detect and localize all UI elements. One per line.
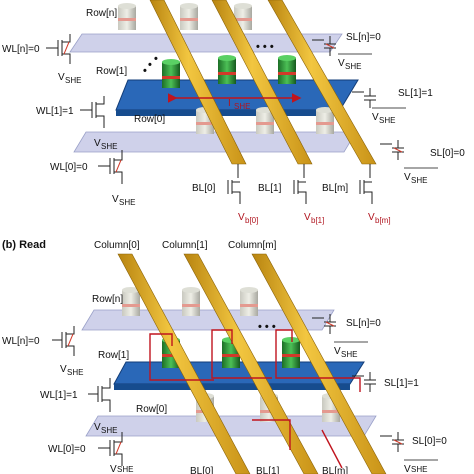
read-row-1-label: Row[1]: [98, 350, 129, 361]
svg-text:V: V: [58, 72, 65, 83]
svg-text:V: V: [94, 138, 101, 149]
read-vshe-bar-0: V SHE: [404, 459, 438, 474]
read-bl-1-label: BL[1]: [256, 466, 280, 474]
sl-n-label: SL[n]=0: [346, 32, 381, 43]
svg-text:V: V: [404, 464, 411, 474]
bl-0-label: BL[0]: [192, 183, 216, 194]
sl-1-label: SL[1]=1: [398, 88, 433, 99]
bl-1-label: BL[1]: [258, 183, 282, 194]
bl-m-label: BL[m]: [322, 183, 348, 194]
vshe-1: V SHE: [94, 138, 117, 151]
svg-text:V: V: [334, 346, 341, 357]
read-vshe-n: V SHE: [60, 364, 83, 377]
svg-text:V: V: [372, 112, 379, 123]
read-mtj-row-n: [122, 287, 258, 316]
left-transistors: [46, 34, 123, 184]
column-bars-bottom: [117, 253, 387, 474]
read-bl-0-label: BL[0]: [190, 466, 214, 474]
read-panel: (b) Read Column[0] Column[1] Column[m]: [2, 239, 447, 474]
svg-text:V: V: [304, 212, 311, 223]
bitline-transistors: [227, 164, 373, 204]
mtj-row-1: [162, 55, 296, 88]
row-1-label: Row[1]: [96, 66, 127, 77]
svg-text:V: V: [94, 422, 101, 433]
read-wl-1-label: WL[1]=1: [40, 390, 78, 401]
svg-text:V: V: [404, 172, 411, 183]
read-row-n-label: Row[n]: [92, 294, 123, 305]
svg-text:•: •: [154, 53, 158, 65]
column-bars-top: [149, 0, 377, 165]
svg-text:SHE: SHE: [234, 102, 250, 111]
wl-n-label: WL[n]=0: [2, 44, 40, 55]
svg-text:V: V: [338, 58, 345, 69]
svg-text:V: V: [60, 364, 67, 375]
wl-1-label: WL[1]=1: [36, 106, 74, 117]
svg-text:SHE: SHE: [67, 368, 83, 377]
svg-text:SHE: SHE: [379, 116, 395, 125]
mtj-row-0: [196, 107, 334, 134]
read-vshe-bar-n: V SHE: [334, 341, 368, 359]
vb-1-label: V b[1]: [304, 212, 324, 225]
vb-0-label: V b[0]: [238, 212, 258, 225]
svg-text:SHE: SHE: [345, 62, 361, 71]
svg-text:I: I: [228, 98, 231, 109]
column-1-label: Column[1]: [162, 240, 208, 251]
read-panel-title: (b) Read: [2, 239, 46, 251]
svg-text:b[m]: b[m]: [375, 216, 391, 225]
vshe-n: V SHE: [58, 72, 81, 85]
column-m-label: Column[m]: [228, 240, 277, 251]
read-left-transistors: [52, 326, 123, 466]
read-bl-m-label: BL[m]: [322, 466, 348, 474]
dots-left: •: [148, 59, 152, 71]
row-0-label: Row[0]: [134, 114, 165, 125]
vshe-0: V SHE: [112, 194, 135, 207]
svg-text:SHE: SHE: [101, 426, 117, 435]
wl-0-label: WL[0]=0: [50, 162, 88, 173]
read-current-paths: [149, 329, 361, 469]
column-0-label: Column[0]: [94, 240, 140, 251]
read-vshe-1: V SHE: [94, 422, 117, 435]
svg-text:V: V: [238, 212, 245, 223]
svg-text:b[0]: b[0]: [245, 216, 258, 225]
vshe-bar-1: V SHE: [372, 107, 406, 125]
svg-text:SHE: SHE: [411, 465, 427, 474]
svg-text:•: •: [143, 65, 147, 77]
sl-0-label: SL[0]=0: [430, 148, 465, 159]
row-n-label: Row[n]: [86, 8, 117, 19]
svg-text:SHE: SHE: [119, 198, 135, 207]
write-panel: • • • • • • Row[n] Row[1] Row[0] WL[n]=0…: [2, 0, 465, 225]
read-right-transistors: [312, 314, 404, 452]
svg-text:V: V: [110, 464, 117, 474]
svg-text:V: V: [112, 194, 119, 205]
read-dots: • • •: [258, 321, 276, 333]
vshe-bar-n: V SHE: [338, 53, 372, 71]
read-sl-0-label: SL[0]=0: [412, 436, 447, 447]
svg-text:SHE: SHE: [117, 465, 133, 474]
svg-text:SHE: SHE: [411, 176, 427, 185]
ishe-label: I SHE: [228, 98, 250, 111]
read-wl-n-label: WL[n]=0: [2, 336, 40, 347]
read-sl-n-label: SL[n]=0: [346, 318, 381, 329]
read-wl-0-label: WL[0]=0: [48, 444, 86, 455]
vshe-bar-0: V SHE: [404, 167, 438, 185]
read-row-0-label: Row[0]: [136, 404, 167, 415]
read-vshe-0: V SHE: [110, 464, 133, 474]
vb-m-label: V b[m]: [368, 212, 391, 225]
svg-text:SHE: SHE: [65, 76, 81, 85]
right-transistors: [312, 36, 404, 160]
svg-text:SHE: SHE: [341, 350, 357, 359]
svg-text:V: V: [368, 212, 375, 223]
dots-right: • • •: [256, 41, 274, 53]
svg-text:SHE: SHE: [101, 142, 117, 151]
read-sl-1-label: SL[1]=1: [384, 378, 419, 389]
svg-text:b[1]: b[1]: [311, 216, 324, 225]
